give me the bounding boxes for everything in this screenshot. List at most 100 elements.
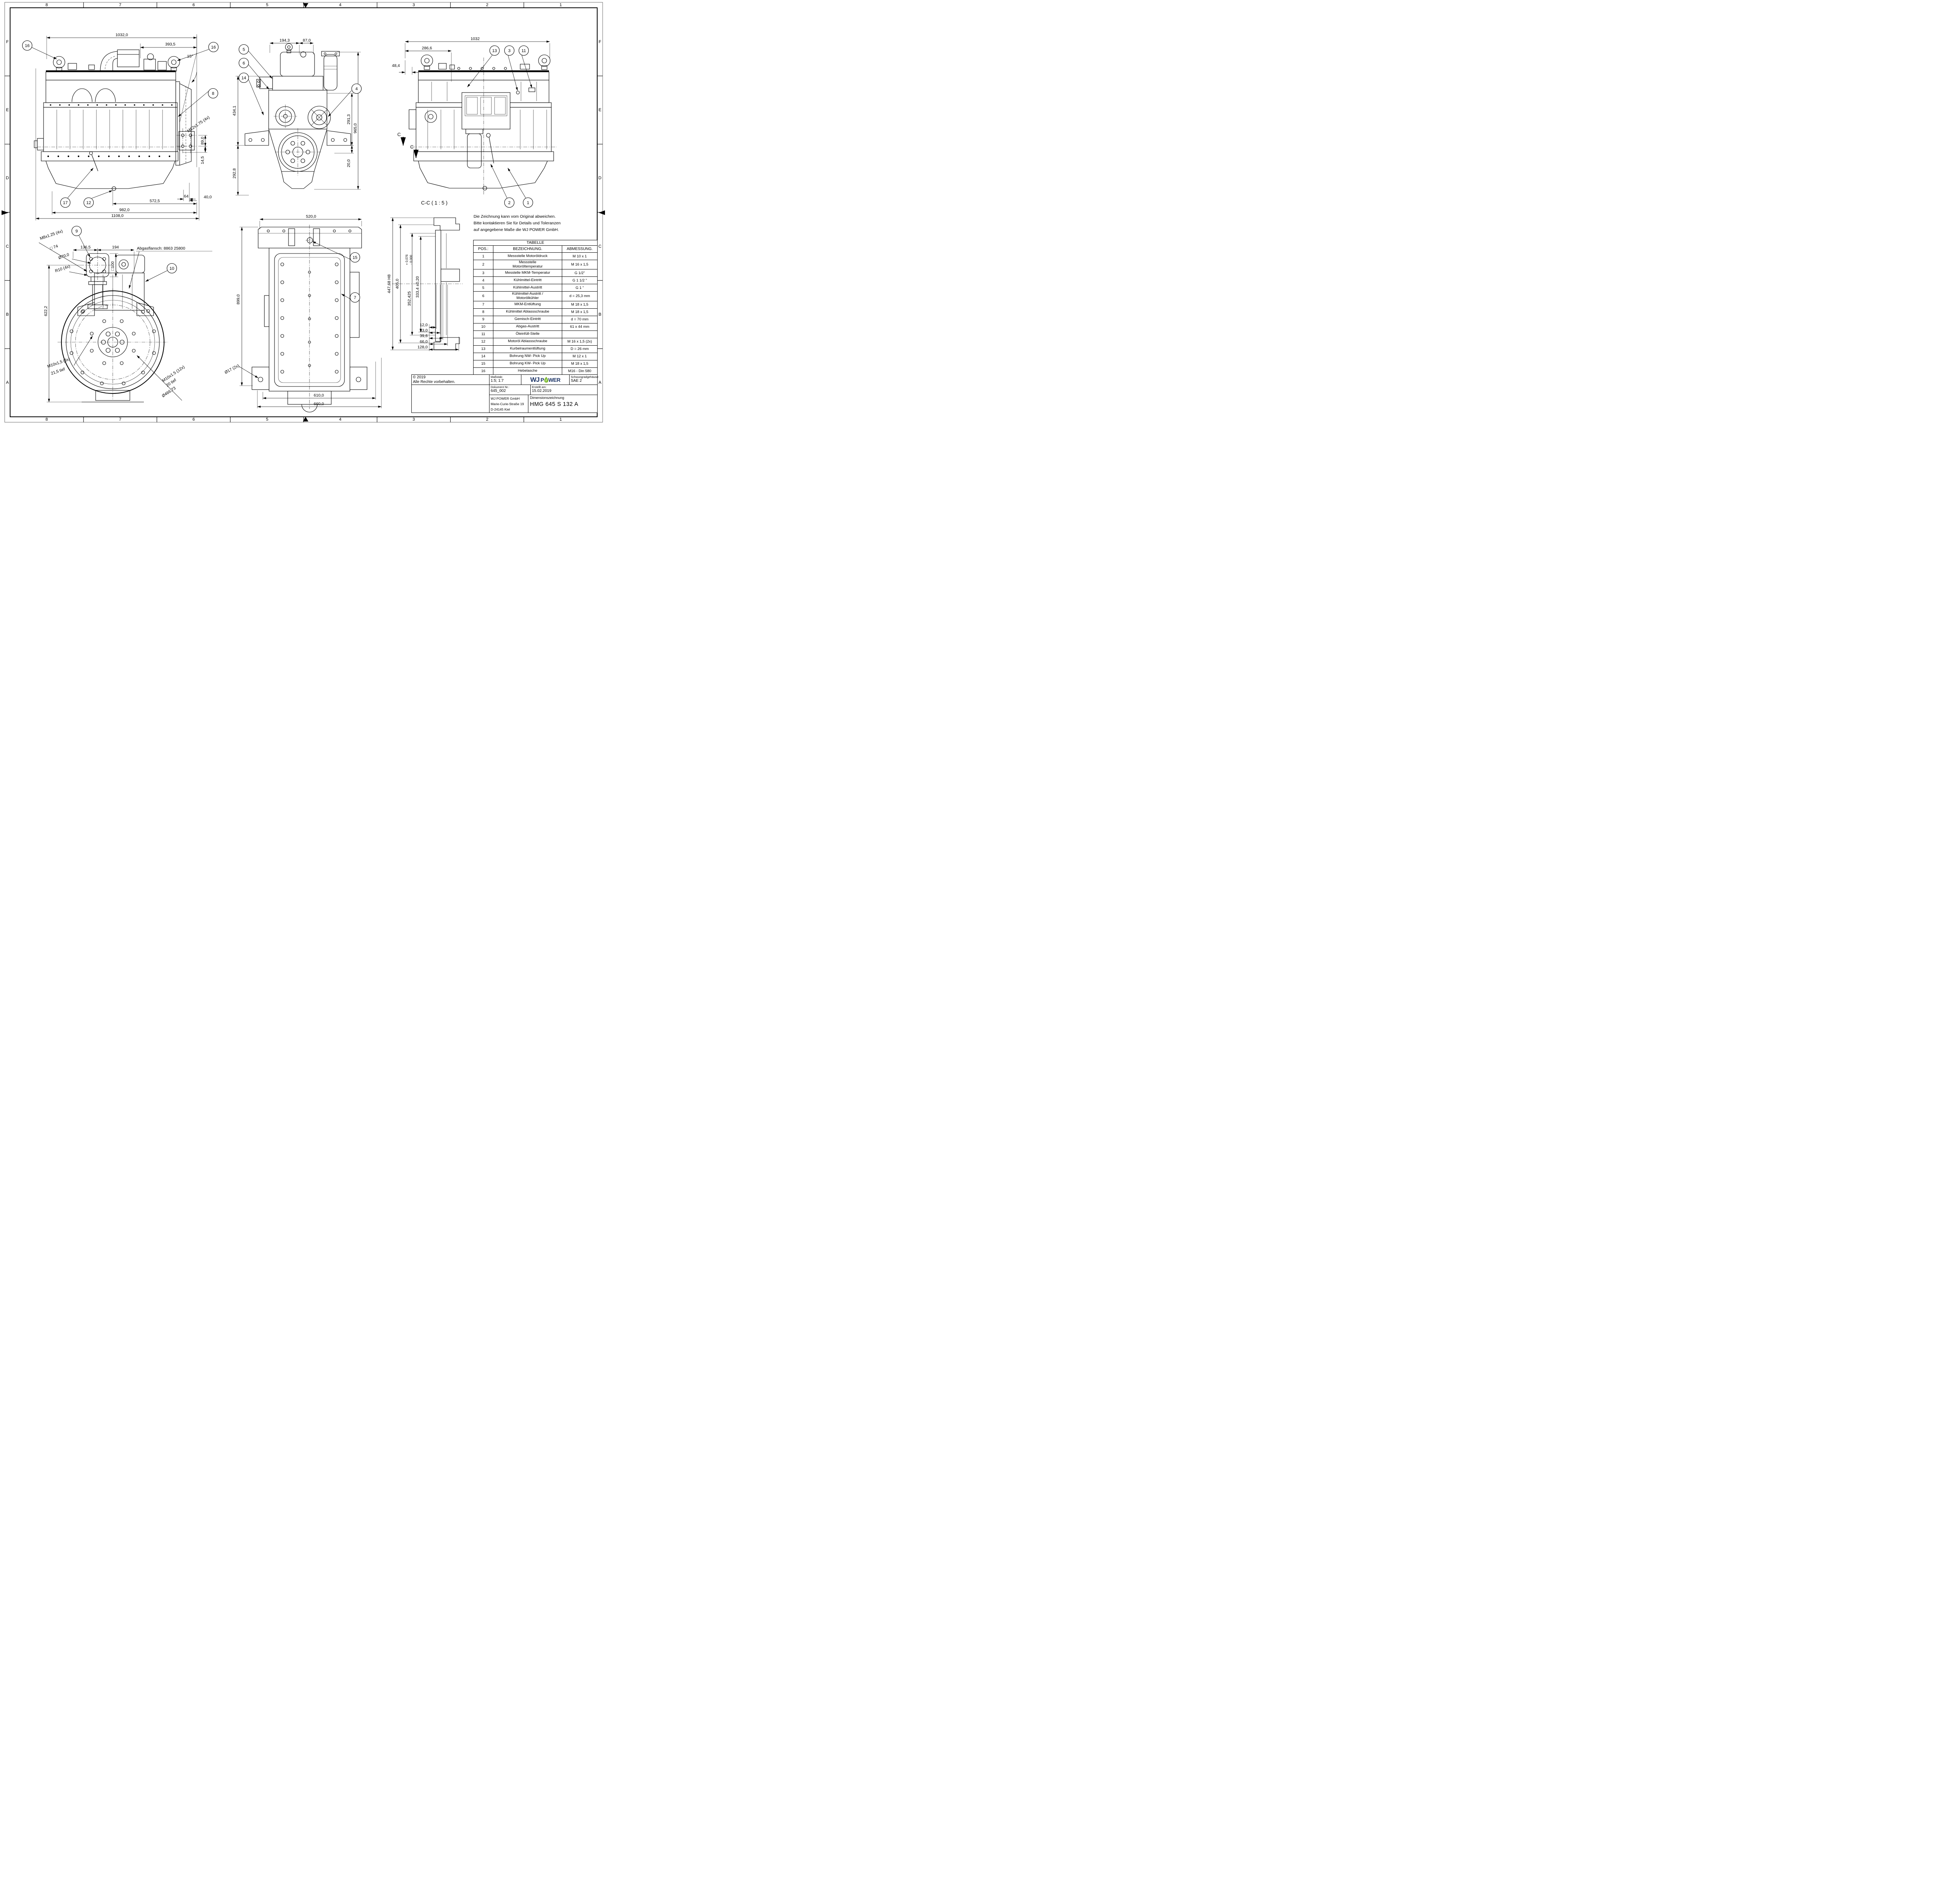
border-row-c-left: C [6,244,9,249]
balloon-13: 13 [489,45,500,56]
cell-dim: M 16 x 1,5 (2x) [567,339,592,344]
cell-pos: 11 [474,330,493,338]
cell-pos: 9 [474,316,493,323]
cell-pos: 15 [474,360,493,367]
balloon-label: 16 [25,44,30,48]
table-row: 3 Messtelle MKM-Temperatur G 1/2" [474,269,597,277]
border-col-7-top: 7 [119,3,122,7]
front-dim-965: 965,0 [353,123,358,133]
border-col-4-bottom: 4 [339,417,342,422]
document-number-label: Dokument Nr.: [491,385,509,389]
rear-dim-1032: 1032 [470,37,480,41]
cell-pos: 7 [474,301,493,308]
balloon-17: 17 [60,197,71,208]
table-row: 16 Hebelasche M16 - Din 580 [474,367,597,375]
balloon-3: 3 [504,45,515,56]
sec-dim-447: 447,68 H8 [387,274,392,294]
front-dim-292: 292,8 [232,168,237,178]
cell-name: MKM-Entlüftung [493,301,562,308]
balloon-7: 7 [350,292,360,303]
side-dim-angle: 15° [187,54,193,59]
col-header-dim: ABMESSUNG. [566,247,593,251]
border-row-f-left: F [6,40,9,44]
cell-dim: M 16 x 1,5 [571,262,589,267]
scale-value: 1:5; 1:7 [491,379,504,383]
cell-dim: D = 26 mm [570,347,589,351]
table-row: 2 Messstelle Motoröltemperatur M 16 x 1,… [474,260,597,270]
cell-name: Abgas-Austritt [493,323,562,330]
section-label: C-C ( 1 : 5 ) [421,200,448,206]
cell-name: Kurbelraumentlüftung [493,345,562,353]
sec-dim-66: 66,0 [420,339,428,344]
company-name: WJ POWER GmbH [491,397,520,400]
note-line: Die Zeichnung kann vom Original abweiche… [474,214,556,219]
plan-view-drawing [252,225,367,413]
fly-dia-70: Ø70,0 [58,252,70,261]
balloon-label: 14 [241,76,246,80]
sec-dim-405: 405,0 [395,279,400,289]
rear-view-dimensions: 1032 286,6 48,4 C C C-C ( 1 : 5 ) [392,37,550,206]
drawing-sheet: 1032,0 393,5 15° M12x1.75 (4x) 89,0 14,5… [0,0,607,425]
balloon-4: 4 [351,83,362,94]
cell-pos: 16 [474,367,493,375]
side-dim-14-5: 14,5 [200,156,205,164]
fly-thread-m10-8x-depth: 21,5 tief [50,367,65,376]
cell-dim [562,331,597,338]
balloon-label: 2 [508,201,510,205]
balloon-label: 8 [212,91,214,96]
document-number-cell: Dokument Nr.: 645_002 [489,385,531,395]
created-date-value: 15.02.2019 [532,389,552,393]
sec-dim-333: 333,4 ±0,20 [415,276,420,298]
balloon-10: 10 [166,263,177,274]
front-dim-194: 194,3 [280,38,290,43]
balloon-label: 11 [521,49,526,53]
drawing-type-cell: Dimensionszeichnung HMG 645 S 132 A [528,395,597,413]
border-row-d-left: D [6,176,9,180]
logo-cell: WJ P WER [521,375,570,385]
side-dim-64: 64 [184,194,189,199]
logo-wj-text: WJ [530,376,540,383]
drawing-code: HMG 645 S 132 A [530,401,579,407]
sec-tol-plus: + 0,076 [405,254,409,265]
table-row: 5 Kühlmittel-Austritt G 1 " [474,284,597,292]
front-dim-20: 20,0 [346,159,351,168]
cell-name: Kühlmittel-Austritt [493,284,562,292]
fly-dim-194: 194 [112,245,119,250]
side-dim-982: 982,0 [119,208,129,212]
cell-dim: M 10 x 1 [572,254,587,259]
section-mark-c2: C [410,144,414,150]
balloon-label: 17 [63,201,68,205]
cell-pos: 5 [474,284,493,292]
sec-dim-352: 352,425 [407,291,412,306]
rear-view-drawing [409,54,557,194]
cell-pos: 1 [474,253,493,260]
drawing-canvas: 1032,0 393,5 15° M12x1.75 (4x) 89,0 14,5… [2,2,605,423]
border-col-3-top: 3 [412,3,415,7]
balloon-9: 9 [71,226,82,236]
flywheel-housing-value: SAE 2 [571,379,582,383]
border-col-8-top: 8 [45,3,48,7]
border-col-1-top: 1 [559,3,562,7]
balloon-16-right: 16 [208,42,219,52]
table-row: 7 MKM-Entlüftung M 18 x 1,5 [474,301,597,309]
border-row-b-left: B [6,312,9,317]
note-line: auf angegebene Maße die WJ POWER GmbH. [474,227,559,232]
cell-name: Bohrung NW- Pick Up [493,353,562,360]
rear-dim-48: 48,4 [392,63,400,68]
cell-name: Messtelle MKM-Temperatur [493,269,562,277]
balloon-label: 3 [508,49,510,53]
side-view-drawing [34,34,197,191]
border-col-2-bottom: 2 [486,417,489,422]
fly-square-100: □100 [110,261,115,271]
sheet-center-marker [2,3,605,421]
cell-pos: 4 [474,277,493,284]
table-title: TABELLE [474,240,597,246]
cell-pos: 14 [474,353,493,360]
balloon-label: 4 [355,87,358,91]
balloon-6: 6 [238,58,249,68]
cell-pos: 3 [474,269,493,277]
cell-dim: G 1/2" [574,271,585,275]
fly-dia-466: Ø466,73 [161,386,177,399]
copyright-text: Alle Rechte vorbehalten. [413,380,455,384]
fly-thread-m10-8x: M10x1,5 (8x) [47,357,71,369]
